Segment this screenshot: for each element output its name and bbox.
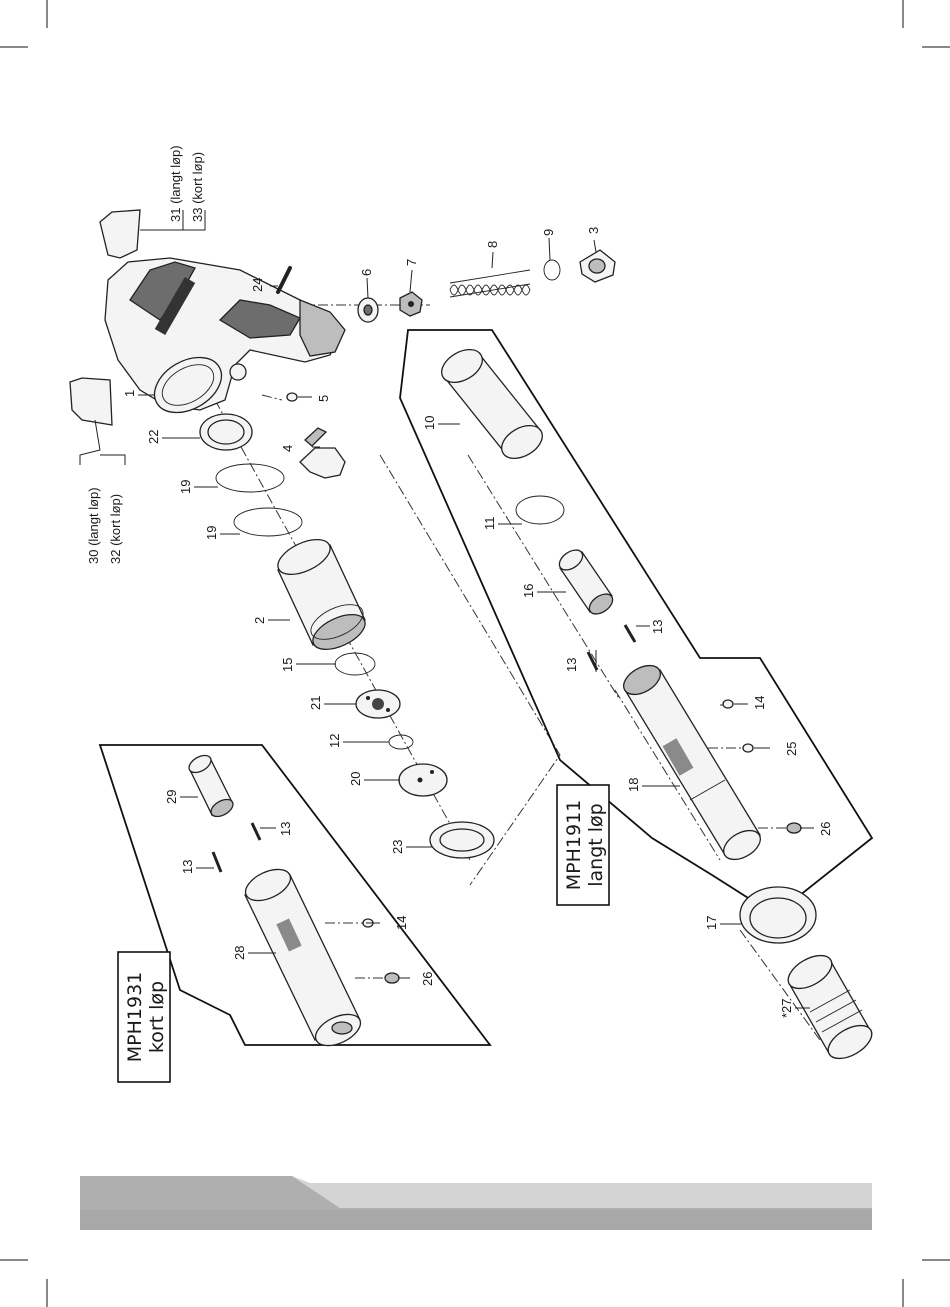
part-27-chuck [783, 949, 878, 1066]
callout-19-a: 19 [178, 480, 193, 494]
part-19-ring-b [234, 508, 302, 536]
callout-17: 17 [704, 916, 719, 930]
part-21-piston [356, 690, 400, 718]
part-20-disk [399, 764, 447, 796]
callout-23: 23 [390, 840, 405, 854]
callout-14-a: 14 [752, 696, 767, 710]
callout-27: *27 [779, 998, 794, 1018]
callout-4: 4 [280, 445, 295, 452]
part-14-set-screw-a [723, 700, 733, 708]
callout-12: 12 [327, 734, 342, 748]
mph1911-model: MPH1911 [563, 800, 585, 891]
callout-8: 8 [485, 241, 500, 248]
part-26-set-screw-b [385, 973, 399, 983]
part-7-valve [400, 292, 422, 316]
callout-26-a: 26 [818, 822, 833, 836]
callout-9: 9 [541, 229, 556, 236]
part-9-oring [544, 260, 560, 280]
label-plate-lower [70, 378, 112, 425]
part-17-retainer [740, 887, 816, 943]
part-25-set-screw [743, 744, 753, 752]
callout-7: 7 [404, 259, 419, 266]
part-13-pin-a [625, 625, 635, 642]
callout-15: 15 [280, 658, 295, 672]
callout-1: 1 [122, 390, 137, 397]
callout-14-b: 14 [394, 916, 409, 930]
callout-13-b: 13 [650, 620, 665, 634]
callout-24: 24 [250, 278, 265, 292]
mph1911-label-box: MPH1911 langt løp [557, 785, 609, 905]
tool-body [105, 258, 345, 424]
callout-11: 11 [482, 517, 497, 531]
part-24-pin [278, 268, 290, 292]
callout-29: 29 [164, 790, 179, 804]
part-18-barrel [619, 660, 766, 866]
callout-13-a: 13 [564, 658, 579, 672]
callout-3: 3 [586, 227, 601, 234]
part-29-piston [186, 752, 236, 820]
part-15-ring [335, 653, 375, 675]
callout-20: 20 [348, 772, 363, 786]
label-33: 33 (kort løp) [190, 152, 205, 222]
mph1931-label-box: MPH1931 kort løp [118, 952, 170, 1082]
part-28-barrel [241, 863, 365, 1052]
callout-26-b: 26 [420, 972, 435, 986]
part-12-ring [389, 735, 413, 749]
callout-21: 21 [308, 696, 323, 710]
label-32: 32 (kort løp) [108, 494, 123, 564]
label-31: 31 (langt løp) [168, 145, 183, 222]
callout-13-c: 13 [278, 822, 293, 836]
footer-bar [80, 1176, 872, 1230]
part-8-spring [450, 270, 530, 297]
part-23-nut [430, 822, 494, 858]
part-26-set-screw-a [787, 823, 801, 833]
part-13-pin-c [252, 823, 260, 840]
callout-18: 18 [626, 778, 641, 792]
mph1931-model: MPH1931 [124, 972, 146, 1063]
part-13-pin-d [213, 852, 221, 872]
part-22-bushing [200, 414, 252, 450]
callout-13-d: 13 [180, 860, 195, 874]
mph1911-desc: langt løp [585, 803, 607, 886]
part-3-fitting [580, 250, 615, 282]
callout-6: 6 [359, 269, 374, 276]
part-10-sleeve [436, 343, 548, 465]
callout-22: 22 [146, 430, 161, 444]
callout-10: 10 [422, 416, 437, 430]
part-11-ring [516, 496, 564, 524]
part-19-ring-a [216, 464, 284, 492]
label-plate-upper [100, 210, 140, 258]
part-6-nut [358, 298, 378, 322]
part-4-trigger [300, 428, 345, 478]
callout-28: 28 [232, 946, 247, 960]
callout-2: 2 [252, 617, 267, 624]
part-16-piston [556, 546, 616, 618]
mph1931-desc: kort løp [146, 981, 168, 1053]
label-30: 30 (langt løp) [86, 487, 101, 564]
part-5-detent [287, 393, 297, 401]
callout-16: 16 [521, 584, 536, 598]
callout-19-b: 19 [204, 526, 219, 540]
callout-25: 25 [784, 742, 799, 756]
callout-5: 5 [316, 395, 331, 402]
part-2-cylinder [273, 532, 371, 656]
